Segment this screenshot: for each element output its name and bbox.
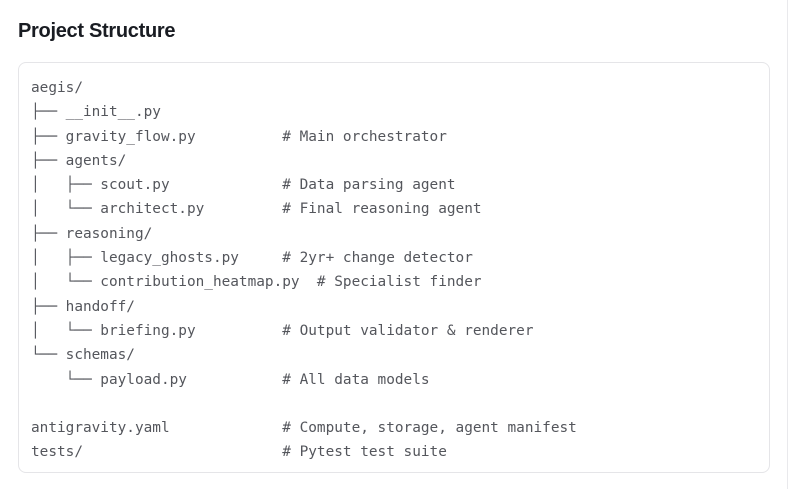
page-edge-divider	[787, 0, 788, 489]
project-structure-code-block: aegis/ ├── __init__.py ├── gravity_flow.…	[18, 62, 770, 473]
page-title: Project Structure	[18, 20, 176, 42]
file-tree-text: aegis/ ├── __init__.py ├── gravity_flow.…	[31, 80, 577, 461]
